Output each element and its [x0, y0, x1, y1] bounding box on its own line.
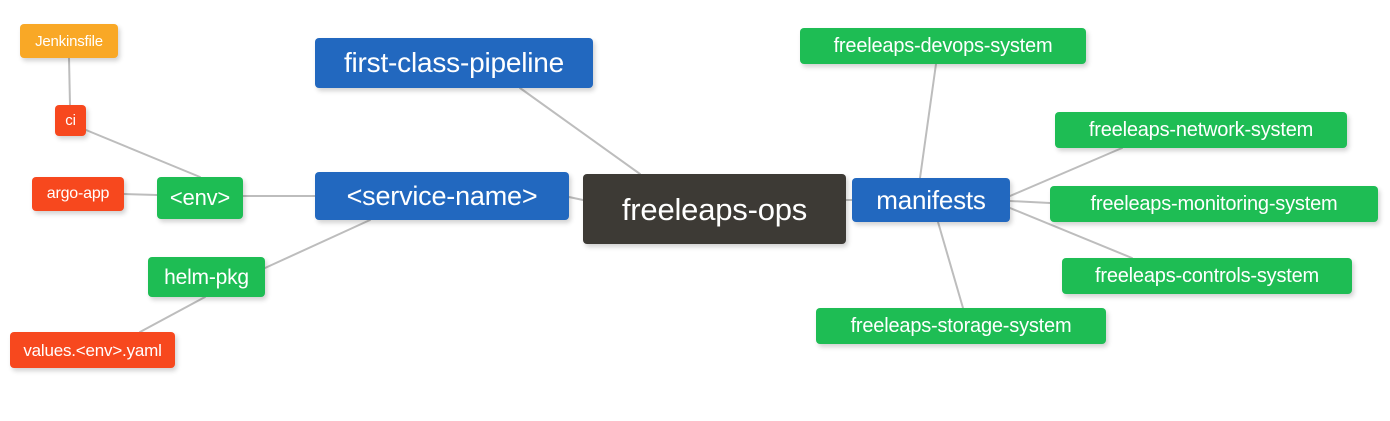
edge-manifests-monitoring — [1009, 200, 1051, 204]
node-freeleaps-ops[interactable]: freeleaps-ops — [583, 174, 846, 244]
node-env[interactable]: <env> — [157, 177, 243, 219]
node-jenkinsfile[interactable]: Jenkinsfile — [20, 24, 118, 58]
edge-values-helmpkg — [139, 296, 206, 333]
node-helm-pkg[interactable]: helm-pkg — [148, 257, 265, 297]
edge-ci-env — [85, 129, 201, 178]
node-freeleaps-monitoring-system[interactable]: freeleaps-monitoring-system — [1050, 186, 1378, 222]
edge-helmpkg-servicename — [264, 219, 371, 269]
node-freeleaps-devops-system[interactable]: freeleaps-devops-system — [800, 28, 1086, 64]
edge-manifests-storage — [937, 221, 964, 309]
node-argo-app[interactable]: argo-app — [32, 177, 124, 211]
node-freeleaps-network-system[interactable]: freeleaps-network-system — [1055, 112, 1347, 148]
node-service-name[interactable]: <service-name> — [315, 172, 569, 220]
edge-argoapp-env — [123, 193, 158, 196]
edge-pipeline-ops — [519, 87, 641, 175]
node-manifests[interactable]: manifests — [852, 178, 1010, 222]
node-ci[interactable]: ci — [55, 105, 86, 136]
edge-manifests-devops — [919, 63, 937, 179]
node-freeleaps-storage-system[interactable]: freeleaps-storage-system — [816, 308, 1106, 344]
node-first-class-pipeline[interactable]: first-class-pipeline — [315, 38, 593, 88]
edge-servicename-ops — [568, 196, 584, 201]
node-values-env-yaml[interactable]: values.<env>.yaml — [10, 332, 175, 368]
node-freeleaps-controls-system[interactable]: freeleaps-controls-system — [1062, 258, 1352, 294]
edge-jenkinsfile-ci — [68, 57, 71, 106]
